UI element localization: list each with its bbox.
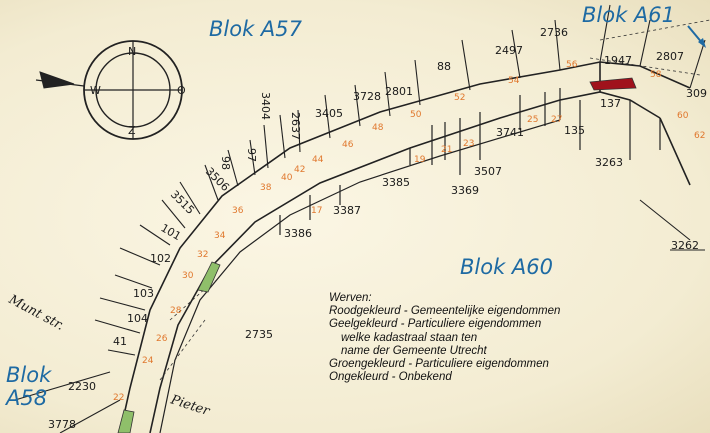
house-number-23: 23 [463, 139, 474, 149]
street-pieter: Pieter [168, 392, 212, 419]
green-parcel-small [117, 409, 135, 433]
parcel-3385: 3385 [382, 176, 410, 189]
parcel-3778: 3778 [48, 418, 76, 431]
parcel-3263: 3263 [595, 156, 623, 169]
legend-red: Roodgekleurd - Gemeentelijke eigendommen [329, 305, 561, 318]
parcel-2497: 2497 [495, 44, 523, 57]
house-number-36: 36 [232, 206, 244, 216]
blok-a61-arrowhead [698, 38, 706, 48]
red-parcel [589, 77, 637, 91]
parcel-3507: 3507 [474, 165, 502, 178]
parcel-97: 97 [245, 148, 258, 162]
house-number-27: 27 [551, 115, 562, 125]
plot-dividers [14, 4, 706, 433]
house-number-52: 52 [454, 93, 465, 103]
parcel-3728: 3728 [353, 90, 381, 103]
street-munt: Munt str. [5, 292, 66, 334]
map-legend: Werven: Roodgekleurd - Gemeentelijke eig… [329, 292, 560, 384]
parcel-135: 135 [564, 124, 585, 137]
house-number-17: 17 [311, 206, 322, 216]
house-number-58: 58 [650, 70, 662, 80]
house-number-50: 50 [410, 110, 422, 120]
compass-rose: N O Z W [35, 40, 186, 140]
parcel-2637: 2637 [289, 112, 302, 140]
street-edges [119, 61, 691, 433]
house-number-21: 21 [441, 145, 452, 155]
parcel-3405: 3405 [315, 107, 343, 120]
house-number-44: 44 [312, 155, 324, 165]
block-label-a58-line1: Blok [6, 363, 52, 387]
house-numbers: 56 54 52 50 48 46 44 42 40 38 36 34 32 3… [113, 60, 705, 403]
parcel-137: 137 [600, 97, 621, 110]
house-number-34: 34 [214, 231, 226, 241]
parcel-88: 88 [437, 60, 451, 73]
block-label-a57: Blok A57 [209, 17, 303, 41]
house-number-19: 19 [414, 155, 426, 165]
parcel-3386: 3386 [284, 227, 312, 240]
house-number-62: 62 [694, 131, 705, 141]
house-number-60: 60 [677, 111, 689, 121]
house-number-48: 48 [372, 123, 384, 133]
legend-heading: Werven: [329, 292, 372, 304]
house-number-26: 26 [156, 334, 168, 344]
green-parcel [197, 261, 221, 293]
parcel-3404: 3404 [259, 92, 272, 120]
compass-s: Z [128, 124, 136, 137]
house-number-30: 30 [182, 271, 194, 281]
block-label-a58-line2: A58 [6, 386, 48, 410]
parcel-309: 309 [686, 87, 707, 100]
block-label-a60: Blok A60 [460, 255, 554, 279]
legend-yellow-cont1: welke kadastraal staan ten [341, 331, 478, 344]
compass-e: O [177, 84, 186, 97]
parcel-2736: 2736 [540, 26, 568, 39]
house-number-46: 46 [342, 140, 354, 150]
parcel-2735: 2735 [245, 328, 273, 341]
parcel-3262: 3262 [671, 239, 699, 252]
house-number-40: 40 [281, 173, 293, 183]
house-number-56: 56 [566, 60, 578, 70]
house-number-54: 54 [508, 76, 520, 86]
parcel-1947: 1947 [604, 54, 632, 67]
house-number-24: 24 [142, 356, 154, 366]
parcel-2807: 2807 [656, 50, 684, 63]
parcel-104: 104 [127, 312, 148, 325]
house-number-42: 42 [294, 165, 305, 175]
block-label-a61: Blok A61 [582, 3, 676, 27]
legend-yellow-cont2: name der Gemeente Utrecht [341, 344, 487, 357]
compass-w: W [90, 84, 101, 97]
block-label-a58: Blok A58 [6, 364, 51, 410]
parcel-98: 98 [219, 156, 232, 170]
parcel-2230: 2230 [68, 380, 96, 393]
parcel-3741: 3741 [496, 126, 524, 139]
parcel-3369: 3369 [451, 184, 479, 197]
legend-uncolored: Ongekleurd - Onbekend [329, 371, 452, 384]
legend-green: Groengekleurd - Particuliere eigendommen [329, 358, 549, 371]
parcel-2801: 2801 [385, 85, 413, 98]
house-number-25: 25 [527, 115, 538, 125]
house-number-22: 22 [113, 393, 124, 403]
compass-n: N [128, 45, 136, 58]
house-number-32: 32 [197, 250, 208, 260]
legend-yellow: Geelgekleurd - Particuliere eigendommen [329, 318, 542, 331]
parcel-103: 103 [133, 287, 154, 300]
parcel-3387: 3387 [333, 204, 361, 217]
parcel-102: 102 [150, 252, 171, 265]
house-number-28: 28 [170, 306, 182, 316]
house-number-38: 38 [260, 183, 272, 193]
parcel-41: 41 [113, 335, 127, 348]
inner-lots [159, 88, 661, 433]
